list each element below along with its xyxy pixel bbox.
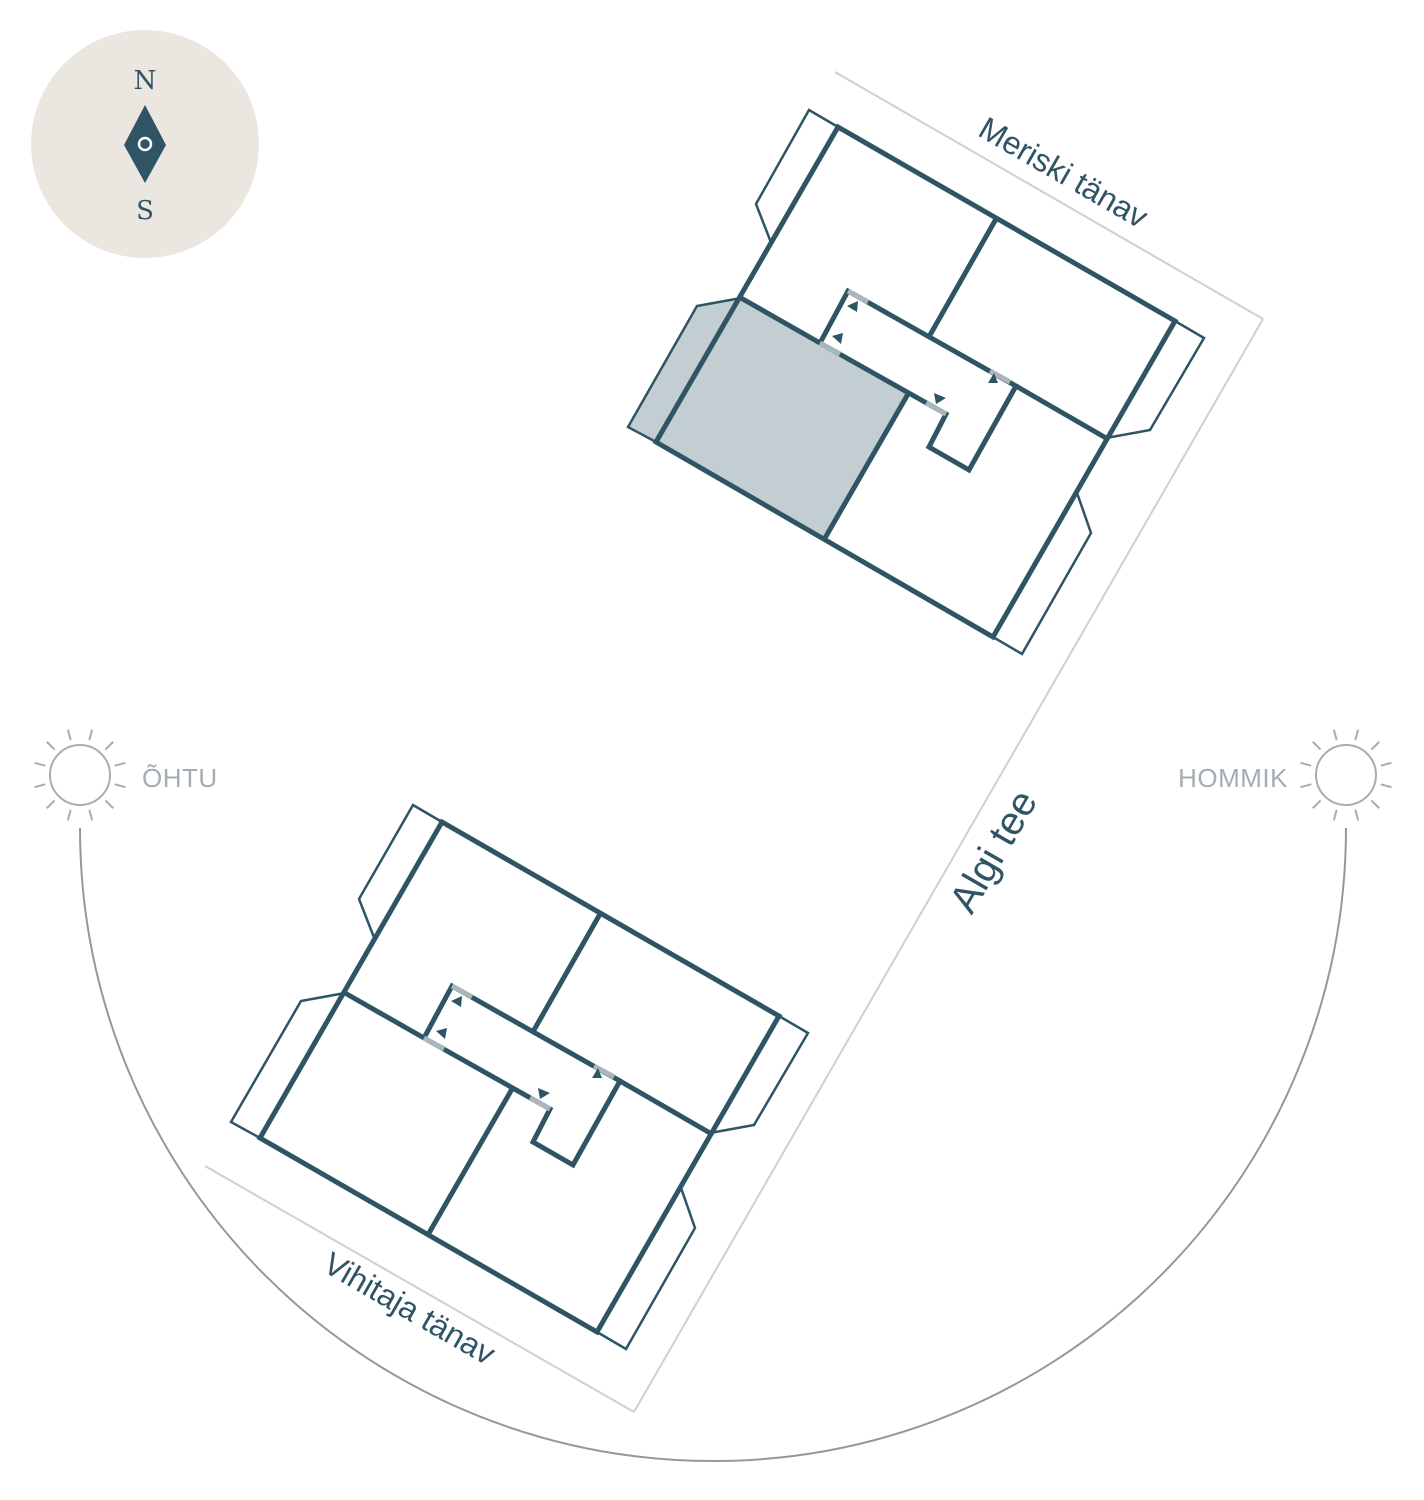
wall-a-vertical-bottom [822,392,911,540]
compass: N S [31,30,259,258]
sun-ray [114,761,126,767]
wall-b-mid-left [343,990,426,1041]
sun-morning-label: HOMMIK [1178,763,1288,793]
sun-ray [88,809,94,821]
terrace-a1 [754,108,839,246]
compass-needle-icon [124,105,166,183]
building-a-outline [652,123,1179,641]
door-a1 [846,288,870,305]
algi-road-line [633,318,1264,1413]
terrace-a4 [992,489,1093,656]
entry-arrow-a4 [988,373,998,383]
street-label-vihitaja: Vihitaja tänav [318,1245,502,1372]
sun-ray [104,799,114,809]
sun-ray [1370,741,1380,751]
unit-a3-terrace-fill [628,298,741,442]
sun-morning: HOMMIK [1178,729,1392,821]
sun-ray [46,741,56,751]
entry-arrow-b3 [538,1088,550,1099]
sun-ray [1380,761,1392,767]
sun-ray [66,809,72,821]
building-b-outline [256,818,783,1336]
compass-south-label: S [136,196,154,226]
sun-ray [1332,809,1338,821]
sun-icon [34,729,126,821]
sun-ray [1300,783,1312,789]
terrace-b4 [596,1184,697,1351]
sun-ray [104,741,114,751]
door-a2 [818,340,842,357]
sun-ray [46,799,56,809]
terrace-b3 [229,991,346,1140]
terrace-b2 [709,1014,810,1135]
terrace-a2 [1105,319,1206,440]
door-b3 [528,1095,552,1112]
door-b1 [450,983,474,1000]
door-a3 [924,400,948,417]
sun-ray [1354,729,1360,741]
entry-arrow-b4 [592,1068,602,1078]
building-b [229,803,810,1351]
sun-icon [1300,729,1392,821]
street-label-meriski: Meriski tänav [973,110,1154,235]
entry-arrow-a2 [832,333,843,344]
sun-ray [34,761,46,767]
wall-a-mid-left [739,295,822,346]
vihitaja-road-line [204,1165,635,1413]
sun-ray [1300,761,1312,767]
terrace-a3 [626,296,742,444]
terrace-b1 [357,803,443,941]
wall-b-mid-right [618,1078,712,1136]
sun-ray [1380,783,1392,789]
door-a4 [988,368,1012,385]
door-b4 [592,1063,616,1080]
sun-ray [114,783,126,789]
building-a [626,108,1206,656]
sun-path-arc [79,827,1347,1462]
entry-arrow-a3 [934,393,946,404]
wall-a-mid-right [1014,383,1108,441]
wall-b-vertical-top [531,912,603,1032]
sun-ray [66,729,72,741]
sun-ray [1312,741,1322,751]
sun-ray [1332,729,1338,741]
wall-b-vertical-bottom [426,1087,515,1235]
door-b2 [422,1035,446,1052]
meriski-road-line [834,71,1264,320]
sun-evening: ÕHTU [34,729,218,821]
sun-ray [34,783,46,789]
road-lines [204,71,1264,1413]
sun-ray [1312,799,1322,809]
sun-ray [1354,809,1360,821]
entry-arrow-b2 [436,1028,447,1039]
sun-evening-label: ÕHTU [142,763,218,793]
entry-arrow-a1 [847,301,858,312]
entry-arrow-b1 [451,996,462,1007]
compass-north-label: N [134,66,157,96]
wall-a-vertical-top [927,217,999,337]
sun-ray [1370,799,1380,809]
sun-ray [88,729,94,741]
